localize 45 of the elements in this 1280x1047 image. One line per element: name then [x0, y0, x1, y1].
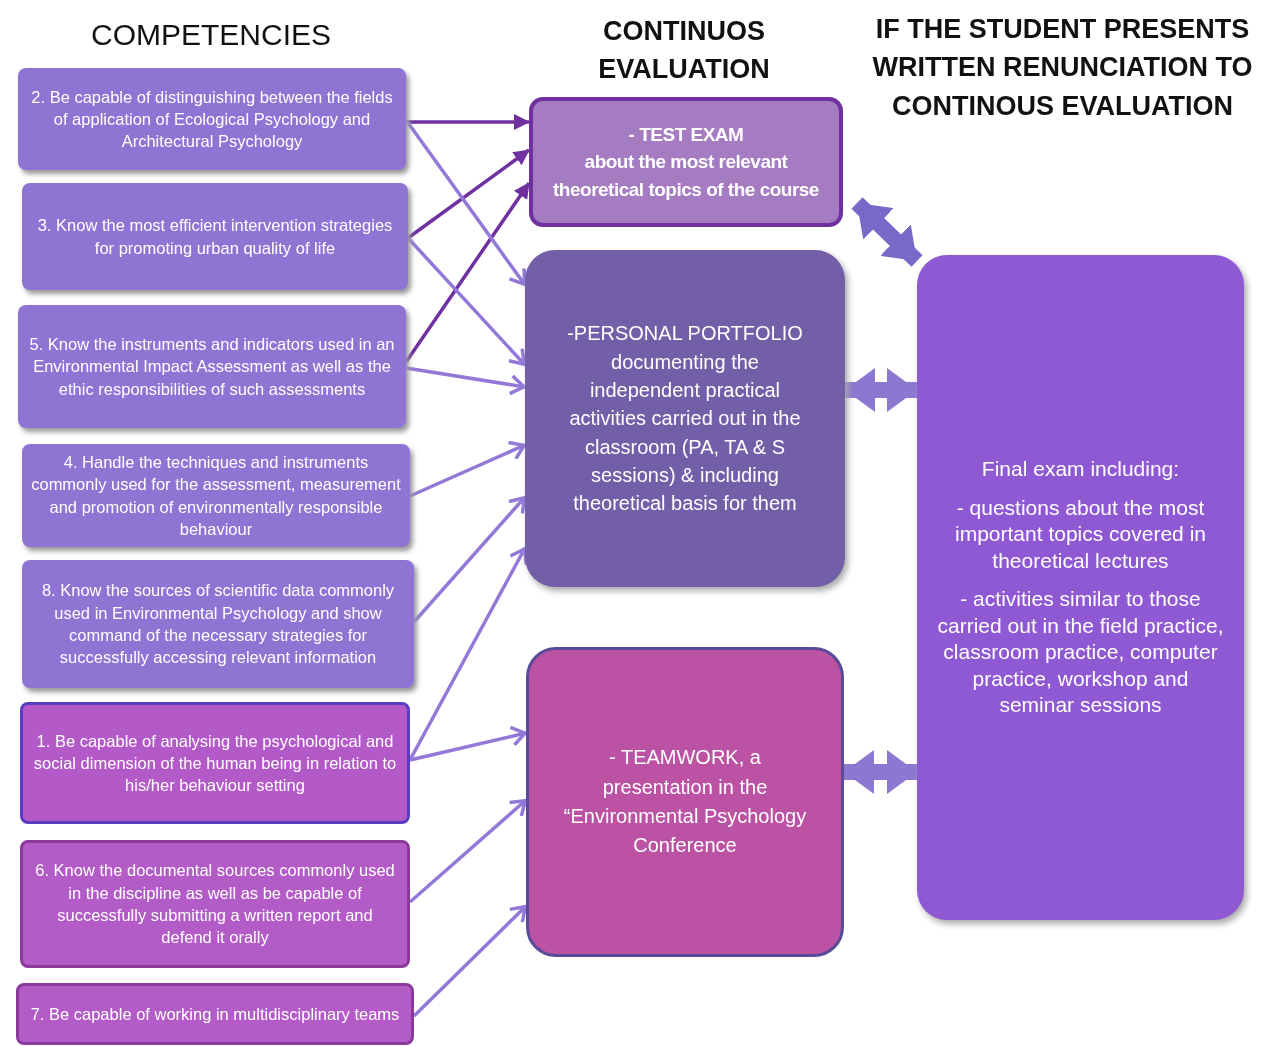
competency-box [22, 444, 410, 547]
double-arrow [851, 197, 923, 267]
final-exam-box [917, 255, 1244, 920]
box-text: 1. Be capable of analysing the psychological and social dimension of the human being in relation to his/her behaviour setting [32, 730, 398, 797]
competency-box [20, 840, 410, 968]
arrow [412, 495, 527, 624]
evaluation-box [529, 97, 843, 227]
competency-box [20, 702, 410, 824]
competency-box [18, 68, 406, 170]
competency-box [22, 183, 408, 290]
column-heading: COMPETENCIES [90, 17, 332, 53]
arrow [409, 725, 527, 762]
double-arrow [844, 750, 917, 794]
box-text: 3. Know the most efficient intervention strategies for promoting urban quality of life [36, 215, 394, 259]
arrow [404, 118, 527, 287]
competency-box [16, 983, 414, 1045]
box-text: about the most relevant theoretical topics of the course [552, 150, 820, 202]
arrow [406, 148, 531, 240]
arrow [408, 547, 528, 761]
column-heading: IF THE STUDENT PRESENTS WRITTEN RENUNCIATION TO CONTINOUS EVALUATION [871, 13, 1254, 123]
box-heading: Final exam including: [980, 456, 1181, 483]
arrow [408, 798, 528, 904]
arrow [404, 182, 531, 363]
competency-box [18, 305, 406, 428]
arrow [406, 236, 527, 367]
evaluation-box [526, 647, 844, 957]
column-heading: CONTINUOS EVALUATION [597, 15, 771, 87]
box-text: - TEAMWORK, a presentation in the “Environmental Psychology Conference [562, 745, 808, 859]
box-text: 5. Know the instruments and indicators used in an Environmental Impact Assessment as well as the ethic responsibilities of such assessments [28, 334, 396, 400]
box-text: 7. Be capable of working in multidisciplinary teams [29, 1003, 401, 1025]
arrow [405, 366, 526, 396]
double-arrow [845, 368, 917, 412]
box-text: 2. Be capable of distinguishing between the fields of application of Ecological Psychology and Architectural Psychology [30, 86, 394, 153]
box-text: 4. Handle the techniques and instruments commonly used for the assessment, measurement and promotion of environmentally responsible behaviour [30, 451, 402, 540]
box-text: - activities similar to those carried out in the field practice, classroom practice, computer practice, workshop and seminar sessions [936, 586, 1225, 719]
evaluation-box [525, 250, 845, 587]
box-text: 6. Know the documental sources commonly used in the discipline as well as be capable of successfully submitting a written report and defend it orally [34, 860, 396, 949]
arrow [406, 114, 530, 130]
arrow [409, 440, 526, 498]
box-text: - questions about the most important topics covered in theoretical lectures [954, 494, 1207, 574]
competency-box [22, 560, 414, 688]
box-heading: - TEST EXAM [627, 122, 745, 147]
arrow [412, 904, 528, 1018]
box-text: -PERSONAL PORTFOLIO documenting the independent practical activities carried out in the classroom (PA, TA & S sessions) & including theoretical basis for them [566, 321, 804, 517]
box-text: 8. Know the sources of scientific data commonly used in Environmental Psychology and show command of the necessary strategies for successfully accessing relevant information [40, 580, 396, 669]
